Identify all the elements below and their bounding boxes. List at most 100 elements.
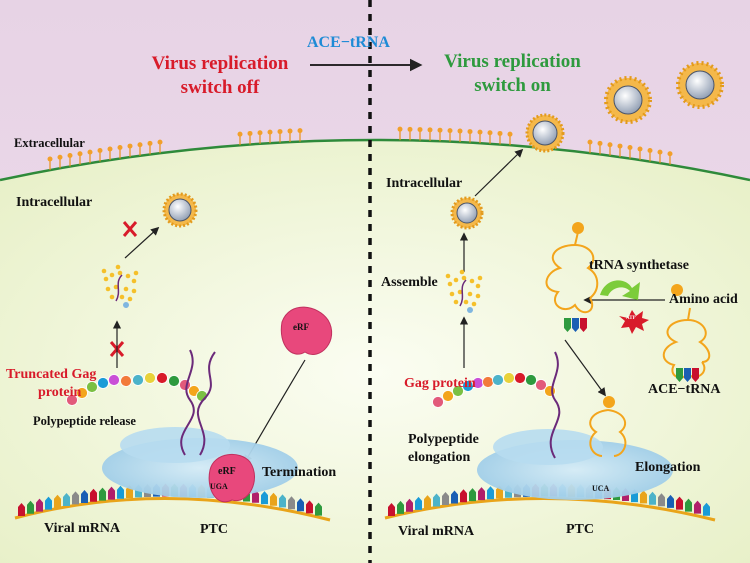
receptor-head xyxy=(77,151,83,157)
gag-particle xyxy=(113,284,119,290)
receptor-head xyxy=(137,142,143,148)
codon-block xyxy=(81,490,88,504)
gag-particle xyxy=(453,299,459,305)
trna-strand-right xyxy=(549,351,561,459)
amino-acid-bead xyxy=(66,394,78,406)
gag-particle xyxy=(127,296,133,302)
gag-cluster-left xyxy=(101,264,139,308)
codon-block xyxy=(703,502,710,516)
codon-block xyxy=(415,496,422,510)
trna-synthetase-label: tRNA synthetase xyxy=(589,258,689,273)
ace-trna-label: ACE−tRNA xyxy=(648,382,721,397)
gag-particle xyxy=(115,264,121,270)
codon-block xyxy=(433,493,440,507)
receptor-head xyxy=(47,156,53,162)
amino-acid-bead xyxy=(144,372,156,384)
extracellular-label: Extracellular xyxy=(14,136,85,150)
block-x-upper xyxy=(122,221,138,237)
left-title-line1: Virus replication xyxy=(151,53,289,74)
codon-block xyxy=(694,500,701,514)
receptor-head xyxy=(87,149,93,155)
codon-block xyxy=(36,498,43,512)
codon-block xyxy=(54,494,61,508)
receptor-head xyxy=(127,143,133,149)
receptor-head xyxy=(507,131,513,137)
anticodon-top xyxy=(564,318,587,332)
anticodon-ace xyxy=(676,368,699,382)
amino-acid-bead xyxy=(544,385,556,397)
amino-acid-bead xyxy=(492,374,504,386)
codon-block xyxy=(397,500,404,514)
amino-acid-in-ribosome xyxy=(603,396,615,408)
gag-particle xyxy=(117,270,123,276)
codon-block xyxy=(487,486,494,500)
polypeptide-release-label: Polypeptide release xyxy=(33,414,136,428)
gag-particle xyxy=(447,281,453,287)
amino-acid-bead xyxy=(76,387,88,399)
receptor-head xyxy=(587,139,593,145)
gag-particle xyxy=(101,268,107,274)
gag-particle xyxy=(477,275,483,281)
codon-block xyxy=(72,491,79,505)
anticodon-block xyxy=(564,318,571,332)
codon-block xyxy=(315,502,322,516)
rna-fragment xyxy=(459,279,467,307)
ribosome-small-subunit-left xyxy=(120,427,230,463)
erf-bound-protein xyxy=(208,454,255,503)
gag-particle xyxy=(133,270,139,276)
center-label: ACE−tRNA xyxy=(307,34,390,51)
gag-particle xyxy=(103,276,109,282)
anticodon-block xyxy=(676,368,683,382)
receptor-head xyxy=(147,140,153,146)
codon-block xyxy=(649,491,656,505)
receptor-head xyxy=(597,140,603,146)
atp-label: ATP xyxy=(626,316,636,321)
gag-particle xyxy=(475,293,481,299)
gag-particle xyxy=(475,283,481,289)
receptor-head xyxy=(467,129,473,135)
codon-block xyxy=(424,495,431,509)
codon-block xyxy=(108,486,115,500)
left-title: Virus replication switch off xyxy=(130,52,310,100)
codon-block xyxy=(117,485,124,499)
receptor-head xyxy=(637,146,643,152)
truncated-gag-label-line1: Truncated Gag xyxy=(6,367,97,382)
receptor-head xyxy=(667,151,673,157)
receptor-head xyxy=(407,126,413,132)
receptor-head xyxy=(257,130,263,136)
recycle-arrow xyxy=(600,280,640,300)
codon-block xyxy=(460,489,467,503)
amino-acid-bead xyxy=(168,375,180,387)
gag-particle xyxy=(469,278,475,284)
receptor-head xyxy=(157,139,163,145)
amino-acid-free xyxy=(671,284,683,296)
gag-particle xyxy=(109,294,115,300)
amino-acid-bead xyxy=(432,396,444,408)
amino-acid-bound-top xyxy=(572,222,584,234)
gag-particle xyxy=(449,291,455,297)
erf-free-label: eRF xyxy=(293,322,309,332)
receptor-head xyxy=(457,128,463,134)
codon-block xyxy=(685,498,692,512)
gag-particle xyxy=(109,272,115,278)
codon-block xyxy=(451,490,458,504)
codon-block xyxy=(45,496,52,510)
gag-particle xyxy=(467,291,473,297)
viral-mrna-label-right: Viral mRNA xyxy=(398,524,475,539)
receptor-head xyxy=(417,127,423,133)
amino-acid-bead xyxy=(108,374,120,386)
trna-strand-left xyxy=(180,349,195,456)
arrow-to-budding xyxy=(474,148,524,197)
viral-mrna-strand-left xyxy=(14,497,331,522)
amino-acid-bead xyxy=(482,376,494,388)
codon-block xyxy=(261,491,268,505)
receptor-head xyxy=(627,144,633,150)
trna-strand-left-2 xyxy=(196,351,216,456)
codon-block xyxy=(388,503,395,516)
codon-block xyxy=(442,491,449,505)
intracellular-label-right: Intracellular xyxy=(386,176,463,191)
receptor-head xyxy=(97,148,103,154)
rna-cap xyxy=(123,302,129,308)
virus-budding xyxy=(525,113,565,153)
receptor-head xyxy=(297,128,303,134)
